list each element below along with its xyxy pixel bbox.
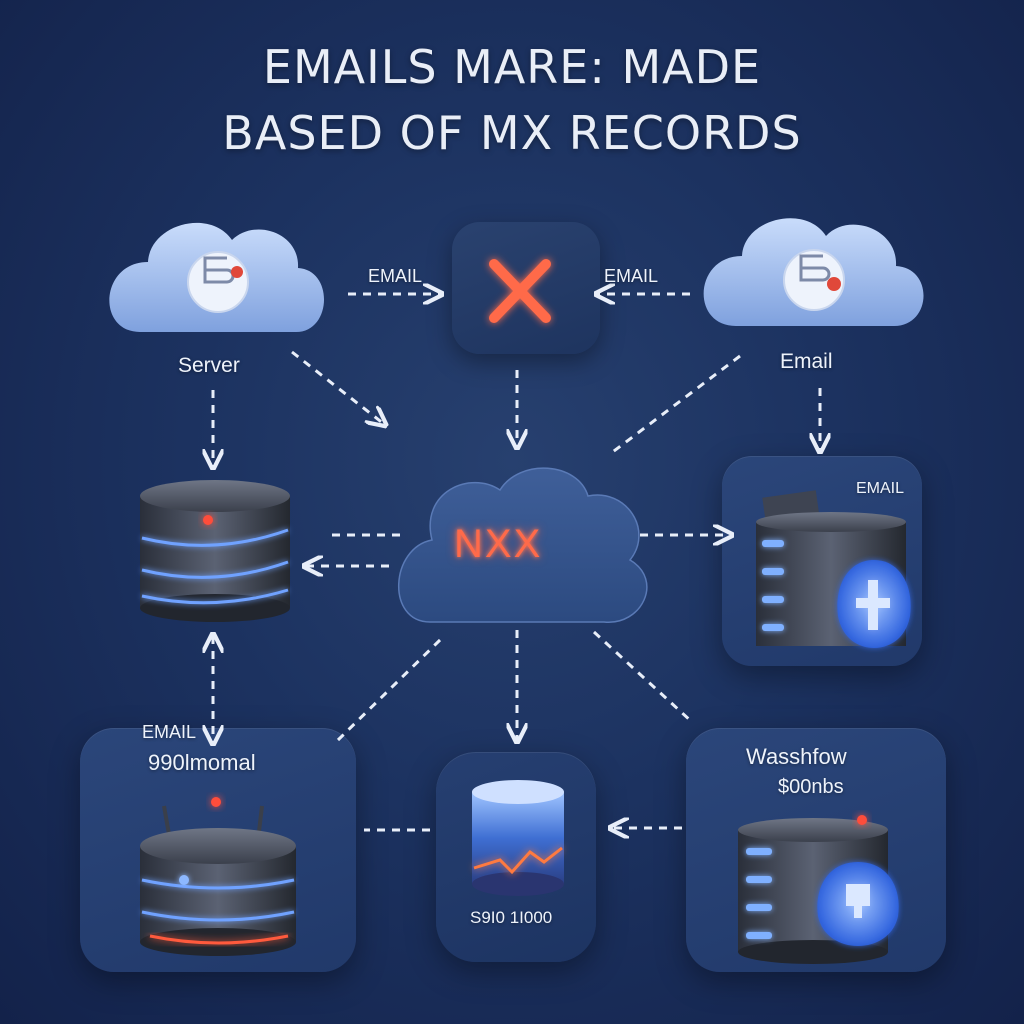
shield-icon [817, 862, 899, 946]
arrow-diag-bottom-right [592, 630, 694, 724]
connectors [213, 294, 820, 830]
center-node-label: NXX [454, 522, 543, 566]
title-line-1: EMAILS MARE: MADE [262, 40, 762, 94]
label-bottom-right-title: Wasshfow [746, 744, 847, 769]
label-email-top-right: EMAIL [604, 266, 659, 286]
cloud-right [703, 218, 924, 326]
label-email-right-server: EMAIL [856, 480, 905, 497]
shield-icon [837, 560, 911, 648]
label-server: Server [178, 354, 240, 377]
status-led-icon [211, 797, 221, 807]
status-led-icon [857, 815, 867, 825]
cloud-left [109, 222, 325, 332]
database-server-right [756, 490, 911, 648]
database-server-left [140, 480, 290, 622]
database-cylinder-center [472, 780, 564, 896]
label-email-top-left: EMAIL [368, 266, 423, 286]
arrow-diag-left-top [291, 350, 384, 424]
label-email-right: Email [780, 350, 833, 373]
cloud-center [398, 467, 648, 623]
label-bottom-left-email: EMAIL [142, 722, 197, 742]
label-bottom-center-value: S9I0 1I000 [470, 908, 553, 927]
database-server-bottom-right [738, 815, 899, 964]
database-router-bottom-left [140, 797, 296, 956]
label-bottom-left-value: 990lmomal [148, 750, 256, 775]
arrow-diag-right-top [609, 354, 741, 456]
arrow-diag-bottom-left [336, 638, 442, 742]
status-led-icon [203, 515, 213, 525]
title-line-2: BASED OF MX RECORDS [222, 106, 802, 160]
notification-dot-icon [231, 266, 243, 278]
red-x-icon [489, 259, 551, 323]
notification-dot-icon [827, 277, 841, 291]
label-bottom-right-value: $00nbs [778, 776, 844, 798]
